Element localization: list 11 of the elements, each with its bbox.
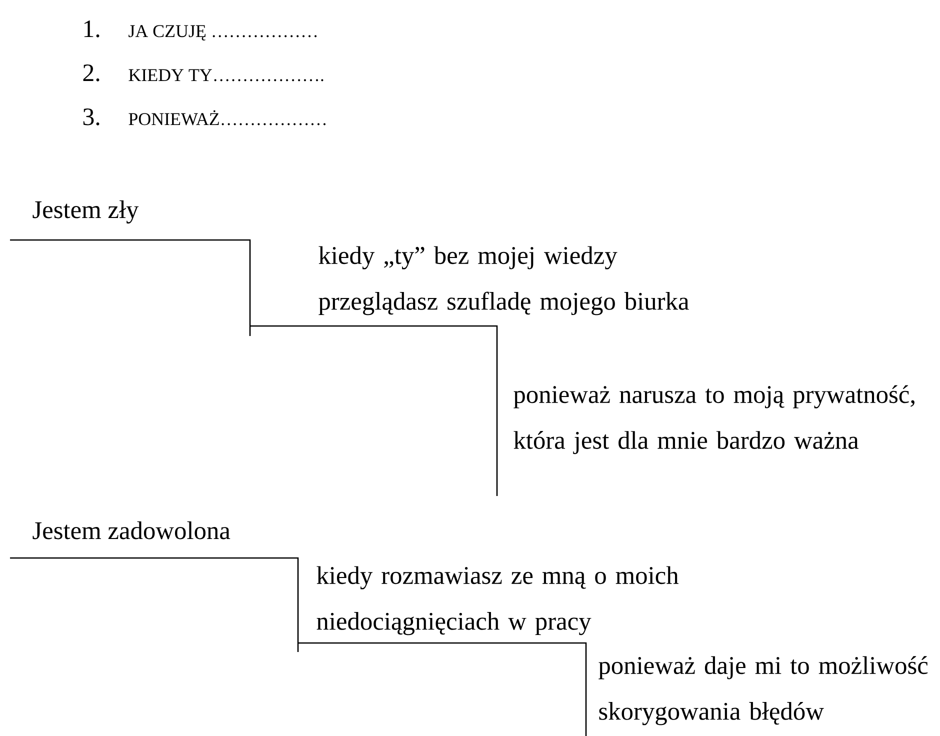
explanation-text: ponieważ daje mi to możliwość skorygowania błędów bbox=[598, 656, 928, 726]
prompt-text: JA CZUJĘ ……………… bbox=[128, 25, 317, 41]
prompt-text: PONIEWAŻ……………… bbox=[128, 110, 326, 126]
list-number: 3. bbox=[83, 108, 100, 126]
feeling-label: Jestem zły bbox=[32, 200, 139, 224]
feeling-label: Jestem zadowolona bbox=[32, 521, 230, 540]
prompt-text: KIEDY TY………………. bbox=[128, 69, 324, 82]
explanation-text: ponieważ narusza to moją prywatność, która jest dla mnie bardzo ważna bbox=[514, 385, 914, 454]
list-number: 1. bbox=[84, 20, 100, 38]
list-number: 2. bbox=[83, 64, 100, 82]
explanation-text: kiedy „ty” bez mojej wiedzy przeglądasz szufladę mojego biurka bbox=[318, 246, 689, 316]
